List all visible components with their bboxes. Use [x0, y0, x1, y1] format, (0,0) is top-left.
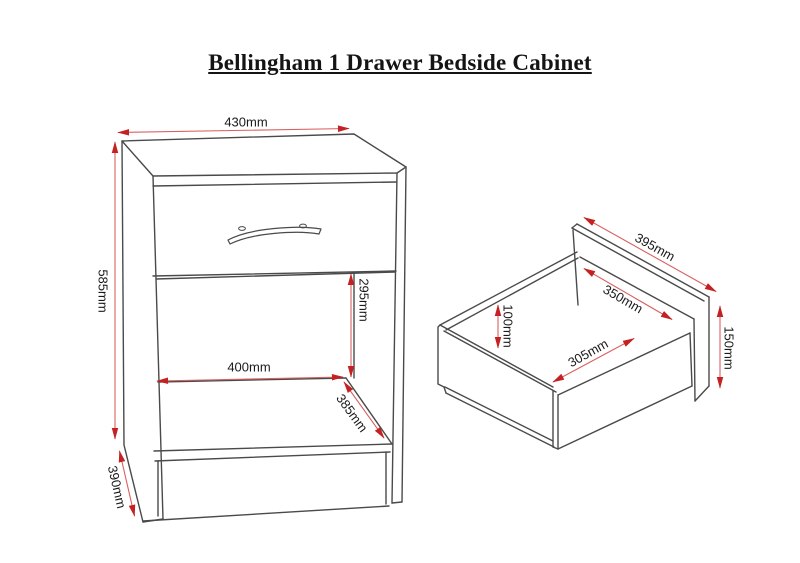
dimension-lines: [111, 125, 724, 517]
drawer-front-left-edge: [572, 229, 579, 306]
cabinet-shelf-front-top: [153, 443, 393, 452]
drawer-nearleft-top-outer: [439, 324, 554, 388]
drawer-front-top-cap: [571, 223, 578, 229]
cabinet-handle-screw-left: [238, 226, 246, 231]
drawer-left-cap: [437, 324, 445, 388]
drawer-front-bottom-edge: [694, 385, 710, 402]
dim-line-390: [118, 450, 136, 517]
drawer-corner-bottom-cap: [552, 446, 559, 450]
cabinet-drawer-bottom-edge: [152, 270, 397, 277]
dim-line-350: [583, 268, 673, 320]
cabinet-dim-overall-width: 430mm: [224, 114, 268, 130]
cabinet-top-face: [121, 133, 407, 177]
cabinet-left-edge-outer: [121, 140, 144, 523]
cabinet-handle: [227, 226, 322, 245]
cabinet-right-bottom-cap: [391, 501, 403, 504]
drawer-nearright-right-cap: [689, 332, 693, 387]
cabinet-right-edge-outer: [401, 166, 407, 503]
drawer-dim-internal-height: 100mm: [500, 304, 516, 348]
page-title: Bellingham 1 Drawer Bedside Cabinet: [208, 50, 592, 75]
drawer-bottom-band-top: [444, 386, 554, 442]
cabinet-line-art: [121, 133, 407, 523]
drawer-bottom-band-left-cap: [443, 386, 447, 394]
drawer-nearright-bottom-edge: [557, 385, 693, 450]
cabinet-left-edge-inner: [152, 175, 164, 520]
drawer-bottom-band-bottom: [445, 392, 555, 448]
cabinet-plinth-bottom-edge: [142, 505, 390, 522]
drawer-nearleft-top-inner: [443, 330, 557, 393]
drawer-dim-front-height: 150mm: [721, 326, 737, 370]
drawer-left-top-outer: [439, 251, 578, 326]
dim-line-430: [117, 125, 350, 136]
dim-line-385: [343, 381, 385, 439]
cabinet-drawer-top-edge: [152, 181, 397, 187]
cabinet-dim-opening-height: 295mm: [356, 278, 372, 322]
cabinet-dim-overall-height: 585mm: [95, 269, 111, 313]
cabinet-handle-screw-right: [299, 223, 307, 229]
cabinet-right-edge-inner: [391, 172, 398, 504]
cabinet-dim-opening-width: 400mm: [227, 359, 271, 375]
dim-line-395: [583, 217, 717, 292]
drawer-front-visible-left: [693, 318, 696, 402]
dim-line-305: [552, 338, 635, 383]
dim-line-400: [156, 373, 344, 385]
cabinet-opening-top-edge: [155, 271, 396, 280]
drawer-left-top-inner: [445, 257, 579, 331]
cabinet-shelf-front-bottom: [154, 451, 391, 462]
